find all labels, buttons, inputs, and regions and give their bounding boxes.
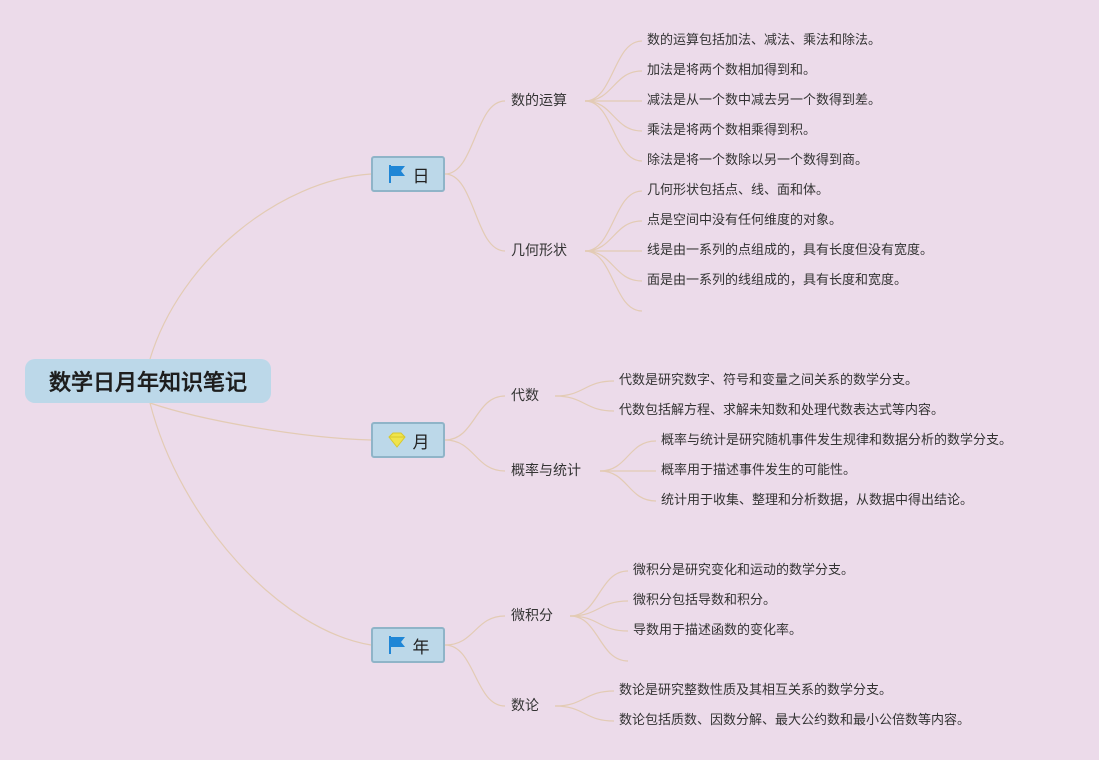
leaf-item[interactable]: 点是空间中没有任何维度的对象。 — [647, 213, 843, 228]
topic-probability-statistics[interactable]: 概率与统计 — [511, 463, 581, 479]
leaf-item[interactable]: 面是由一系列的线组成的，具有长度和宽度。 — [647, 273, 908, 288]
leaf-item[interactable]: 几何形状包括点、线、面和体。 — [647, 183, 830, 198]
leaf-item[interactable]: 导数用于描述函数的变化率。 — [633, 623, 803, 638]
topic-number-theory[interactable]: 数论 — [511, 698, 539, 714]
branch-day[interactable]: 日 — [371, 156, 445, 192]
leaf-item[interactable]: 概率用于描述事件发生的可能性。 — [661, 463, 857, 478]
branch-label: 月 — [412, 432, 430, 453]
gem-icon — [387, 430, 407, 450]
branch-topic-connector — [444, 439, 506, 472]
branch-topic-connector — [444, 644, 506, 707]
root-branch-connector — [149, 173, 372, 360]
topic-leaf-connector — [584, 190, 643, 252]
leaf-item[interactable]: 线是由一系列的点组成的，具有长度但没有宽度。 — [647, 243, 934, 258]
topic-leaf-connector — [584, 220, 643, 252]
flag-icon — [387, 164, 407, 184]
topic-leaf-connector — [554, 395, 615, 412]
branch-topic-connector — [444, 615, 506, 646]
topic-leaf-connector — [569, 570, 629, 617]
leaf-item[interactable]: 概率与统计是研究随机事件发生规律和数据分析的数学分支。 — [661, 433, 1013, 448]
topic-leaf-connector — [584, 250, 643, 312]
topic-leaf-connector — [599, 470, 657, 502]
leaf-item[interactable]: 代数是研究数字、符号和变量之间关系的数学分支。 — [619, 373, 919, 388]
leaf-item[interactable]: 除法是将一个数除以另一个数得到商。 — [647, 153, 869, 168]
branch-topic-connector — [444, 100, 506, 175]
leaf-item[interactable]: 数论包括质数、因数分解、最大公约数和最小公倍数等内容。 — [619, 713, 971, 728]
leaf-item[interactable]: 统计用于收集、整理和分析数据，从数据中得出结论。 — [661, 493, 974, 508]
topic-leaf-connector — [569, 615, 629, 662]
branch-label: 年 — [412, 637, 430, 658]
root-branch-connector — [149, 402, 372, 441]
topic-leaf-connector — [569, 615, 629, 632]
branch-topic-connector — [444, 395, 506, 441]
branch-year[interactable]: 年 — [371, 627, 445, 663]
root-node[interactable]: 数学日月年知识笔记 — [25, 359, 271, 403]
topic-algebra[interactable]: 代数 — [511, 388, 539, 404]
topic-calculus[interactable]: 微积分 — [511, 608, 553, 624]
topic-arithmetic[interactable]: 数的运算 — [511, 93, 567, 109]
branch-label: 日 — [412, 166, 430, 187]
leaf-item[interactable]: 微积分是研究变化和运动的数学分支。 — [633, 563, 855, 578]
leaf-item[interactable]: 数的运算包括加法、减法、乘法和除法。 — [647, 33, 882, 48]
topic-leaf-connector — [584, 40, 643, 102]
leaf-item[interactable]: 数论是研究整数性质及其相互关系的数学分支。 — [619, 683, 893, 698]
topic-leaf-connector — [599, 440, 657, 472]
topic-leaf-connector — [554, 380, 615, 397]
topic-leaf-connector — [584, 100, 643, 132]
branch-topic-connector — [444, 173, 506, 252]
leaf-item[interactable]: 减法是从一个数中减去另一个数得到差。 — [647, 93, 882, 108]
root-branch-connector — [149, 402, 372, 646]
topic-leaf-connector — [584, 250, 643, 282]
flag-icon — [387, 635, 407, 655]
topic-leaf-connector — [584, 100, 643, 162]
root-title: 数学日月年知识笔记 — [48, 371, 247, 396]
topic-leaf-connector — [569, 600, 629, 617]
leaf-item[interactable]: 微积分包括导数和积分。 — [633, 593, 777, 608]
topic-leaf-connector — [554, 690, 615, 707]
topic-leaf-connector — [554, 705, 615, 722]
leaf-item[interactable]: 代数包括解方程、求解未知数和处理代数表达式等内容。 — [619, 403, 945, 418]
topic-geometry[interactable]: 几何形状 — [511, 243, 567, 259]
leaf-item[interactable]: 乘法是将两个数相乘得到积。 — [647, 123, 817, 138]
leaf-item[interactable]: 加法是将两个数相加得到和。 — [647, 63, 817, 78]
topic-leaf-connector — [584, 70, 643, 102]
branch-month[interactable]: 月 — [371, 422, 445, 458]
